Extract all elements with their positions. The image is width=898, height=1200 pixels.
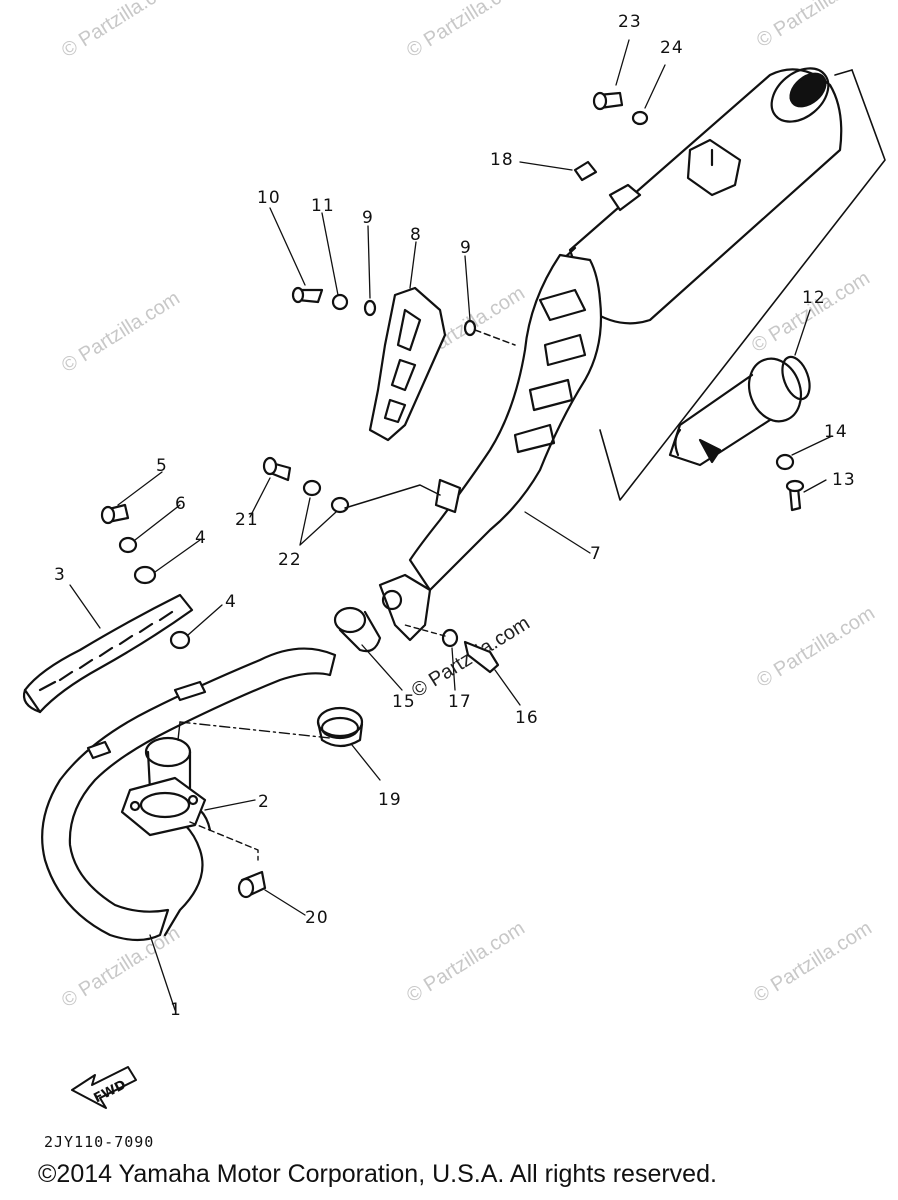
callout-13: 13 [832, 470, 856, 490]
washer-4b [169, 630, 191, 650]
flange-2 [120, 776, 207, 837]
callout-19: 19 [378, 790, 402, 810]
callout-1: 1 [170, 1000, 182, 1020]
washer-9a [363, 299, 377, 317]
callout-14: 14 [824, 422, 848, 442]
callout-12: 12 [802, 288, 826, 308]
callout-15: 15 [392, 692, 416, 712]
callout-8: 8 [410, 225, 422, 245]
callout-11: 11 [311, 196, 335, 216]
muffler [378, 67, 843, 642]
washer-17 [441, 628, 459, 648]
bolt-16 [463, 640, 500, 674]
callout-3: 3 [54, 565, 66, 585]
clamp-18 [573, 160, 598, 182]
callout-22: 22 [278, 550, 302, 570]
washer-4a [133, 565, 157, 585]
callout-2: 2 [258, 792, 270, 812]
nut-11 [331, 293, 349, 311]
assembly-bracket [599, 69, 886, 501]
callout-24: 24 [660, 38, 684, 58]
callout-4a: 4 [195, 528, 207, 548]
fwd-arrow-icon: FWD [71, 1066, 137, 1109]
callout-18: 18 [490, 150, 514, 170]
protector-8 [368, 286, 447, 442]
copyright-notice: ©2014 Yamaha Motor Corporation, U.S.A. A… [38, 1160, 717, 1188]
callout-9a: 9 [362, 208, 374, 228]
protector-3 [22, 593, 194, 714]
gasket-19 [316, 706, 364, 748]
callout-16: 16 [515, 708, 539, 728]
gasket-15 [333, 606, 382, 653]
nut-6 [118, 536, 138, 554]
washer-14 [775, 453, 795, 471]
callout-20: 20 [305, 908, 329, 928]
callout-4b: 4 [225, 592, 237, 612]
callout-17: 17 [448, 692, 472, 712]
callout-5: 5 [156, 456, 168, 476]
callout-21: 21 [235, 510, 259, 530]
washer-24 [631, 110, 649, 126]
callout-10: 10 [257, 188, 281, 208]
callout-9b: 9 [460, 238, 472, 258]
washer-22a [302, 479, 322, 497]
spark-arrester [668, 355, 811, 467]
washer-9b [463, 319, 477, 337]
callout-6: 6 [175, 494, 187, 514]
diagram-code: 2JY110-7090 [44, 1133, 155, 1151]
washer-22b [330, 496, 350, 514]
callout-23: 23 [618, 12, 642, 32]
callout-7: 7 [590, 544, 602, 564]
